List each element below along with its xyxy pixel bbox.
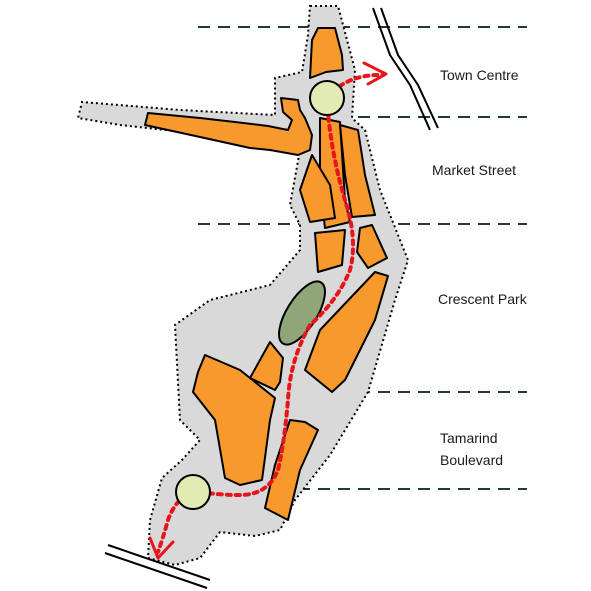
building [356, 224, 388, 269]
building [309, 27, 344, 79]
roads [104, 7, 439, 589]
road-line [104, 552, 208, 589]
building [299, 154, 336, 223]
node-circle [175, 474, 211, 510]
nodes [175, 80, 345, 510]
zone-label-line: Town Centre [440, 67, 519, 83]
building [304, 271, 389, 393]
building [339, 124, 376, 218]
route-path [191, 97, 355, 498]
building [314, 229, 346, 273]
zone-label-town-centre: Town Centre [440, 64, 519, 86]
zone-label-line: Tamarind [440, 430, 498, 446]
building [192, 354, 276, 486]
route-arrowhead [148, 536, 175, 560]
road-line [372, 7, 431, 131]
building [249, 341, 284, 391]
zone-label-tamarind-boulevard: Tamarind Boulevard [440, 427, 503, 471]
building [264, 419, 319, 521]
road-line [380, 7, 439, 129]
buildings [144, 27, 389, 521]
zone-label-market-street: Market Street [432, 159, 516, 181]
zone-label-line: Market Street [432, 162, 517, 178]
zone-label-crescent-park: Crescent Park [438, 288, 527, 310]
route-arrowhead [362, 61, 388, 86]
zone-label-line: Boulevard [440, 452, 504, 468]
zone-label-line: Crescent Park [438, 291, 527, 307]
node-circle [309, 80, 345, 116]
road-line [107, 544, 211, 581]
building [144, 97, 313, 156]
